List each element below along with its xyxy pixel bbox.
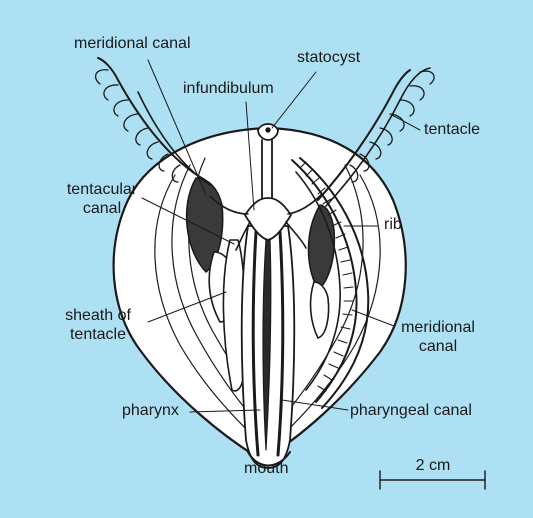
statocyst-dot [266,128,270,132]
label-meridional-canal-top: meridional canal [74,34,191,53]
label-meridional-canal-right-line2: canal [388,337,488,356]
label-sheath-line1: sheath of [48,306,148,325]
label-tentacular-canal: tentacular canal [52,180,152,218]
label-statocyst: statocyst [297,48,360,67]
leader-statocyst [272,72,316,128]
label-mouth: mouth [244,459,288,478]
label-pharyngeal-canal: pharyngeal canal [350,401,472,420]
label-sheath-of-tentacle: sheath of tentacle [48,306,148,344]
label-tentacular-canal-line1: tentacular [52,180,152,199]
label-tentacle: tentacle [424,120,480,139]
label-scale-bar: 2 cm [382,456,484,475]
label-sheath-line2: tentacle [48,325,148,344]
label-infundibulum: infundibulum [183,79,274,98]
label-meridional-canal-right-line1: meridional [388,318,488,337]
label-tentacular-canal-line2: canal [52,199,152,218]
label-pharynx: pharynx [122,401,179,420]
label-rib: rib [384,215,402,234]
label-meridional-canal-right: meridional canal [388,318,488,356]
leader-tentacle [392,115,420,130]
